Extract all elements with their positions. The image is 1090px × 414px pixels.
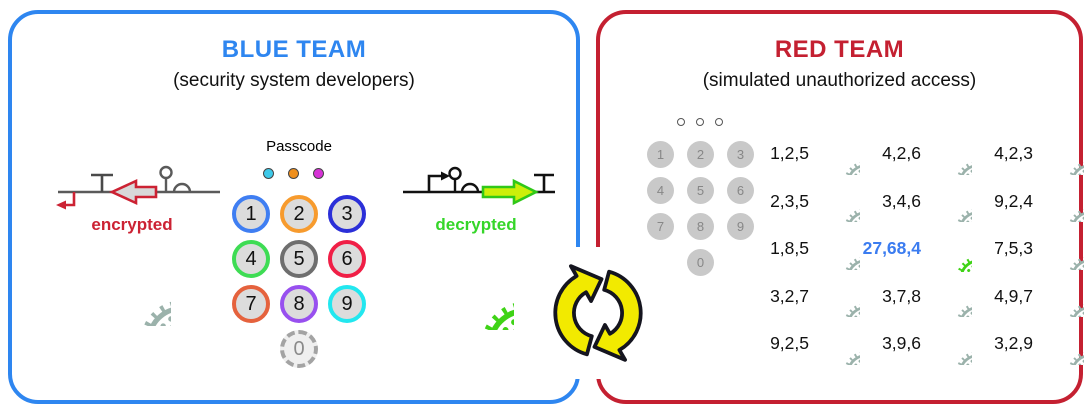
passcode-dot-2 xyxy=(288,168,299,179)
attempt-code: 3,7,8 xyxy=(882,285,921,306)
passcode-key-9: 9 xyxy=(328,285,366,323)
gray-bacteria-icon xyxy=(816,323,860,365)
red-keypad-key-4: 4 xyxy=(647,177,674,204)
slot-dot xyxy=(715,118,723,126)
attempt-code: 1,2,5 xyxy=(770,143,809,164)
rbs-icon xyxy=(460,182,480,193)
gray-bacteria-icon xyxy=(1040,275,1084,317)
terminator-icon xyxy=(91,173,113,192)
passcode-label: Passcode xyxy=(266,138,332,155)
red-keypad-key-9: 9 xyxy=(727,213,754,240)
gray-bacteria-icon xyxy=(928,133,972,175)
red-keypad-key-0: 0 xyxy=(687,249,714,276)
red-keypad-key-1: 1 xyxy=(647,141,674,168)
regulator-icon xyxy=(159,165,173,192)
passcode-key-1: 1 xyxy=(232,195,270,233)
attempt-code: 3,4,6 xyxy=(882,190,921,211)
red-keypad-key-2: 2 xyxy=(687,141,714,168)
red-keypad-key-5: 5 xyxy=(687,177,714,204)
gray-bacteria-icon xyxy=(1040,180,1084,222)
passcode-dot-3 xyxy=(313,168,324,179)
encrypted-bacteria-icon xyxy=(89,248,171,326)
green-bacteria-icon xyxy=(928,225,972,272)
red-team-panel: RED TEAM (simulated unauthorized access)… xyxy=(596,10,1083,404)
encrypted-construct-diagram xyxy=(56,165,220,210)
attempt-code-success: 27,68,4 xyxy=(862,238,921,259)
attempt-code: 4,2,3 xyxy=(994,143,1033,164)
red-team-subtitle: (simulated unauthorized access) xyxy=(702,70,977,91)
blue-team-subtitle: (security system developers) xyxy=(173,70,415,91)
attempt-code: 3,9,6 xyxy=(882,333,921,354)
passcode-slot-dots xyxy=(677,118,723,126)
gray-bacteria-icon xyxy=(816,228,860,270)
decrypted-gene-arrow-icon xyxy=(481,178,539,206)
attempt-code: 2,3,5 xyxy=(770,190,809,211)
passcode-key-5: 5 xyxy=(280,240,318,278)
gray-bacteria-icon xyxy=(816,133,860,175)
terminator-icon xyxy=(534,173,554,192)
gray-bacteria-icon xyxy=(928,275,972,317)
attempt-code: 4,9,7 xyxy=(994,285,1033,306)
red-keypad-key-8: 8 xyxy=(687,213,714,240)
passcode-key-8: 8 xyxy=(280,285,318,323)
slot-dot xyxy=(677,118,685,126)
decrypted-construct-diagram xyxy=(403,166,555,206)
passcode-key-7: 7 xyxy=(232,285,270,323)
passcode-key-4: 4 xyxy=(232,240,270,278)
gray-bacteria-icon xyxy=(1040,228,1084,270)
attempt-code: 1,8,5 xyxy=(770,238,809,259)
passcode-key-6: 6 xyxy=(328,240,366,278)
gray-bacteria-icon xyxy=(1040,323,1084,365)
attempts-grid: 1,2,5 4,2,6 4,2,3 2,3,5 3,4,6 9,2,4 1,8,5 27,68… xyxy=(748,130,1084,368)
promoter-icon xyxy=(427,171,450,192)
gray-bacteria-icon xyxy=(928,323,972,365)
passcode-key-0: 0 xyxy=(280,330,318,368)
reverse-promoter-icon xyxy=(56,192,76,210)
decrypted-bacteria-icon xyxy=(424,244,514,330)
regulator-icon xyxy=(448,166,462,192)
gray-bacteria-icon xyxy=(816,275,860,317)
gray-bacteria-icon xyxy=(928,180,972,222)
passcode-dots xyxy=(263,168,324,179)
attempt-code: 3,2,7 xyxy=(770,285,809,306)
red-keypad-key-3: 3 xyxy=(727,141,754,168)
blue-team-title: BLUE TEAM xyxy=(221,36,367,63)
gray-bacteria-icon xyxy=(816,180,860,222)
attempt-code: 7,5,3 xyxy=(994,238,1033,259)
slot-dot xyxy=(696,118,704,126)
passcode-key-3: 3 xyxy=(328,195,366,233)
passcode-dot-1 xyxy=(263,168,274,179)
cycle-arrows-icon xyxy=(553,264,643,362)
encrypted-label: encrypted xyxy=(91,215,173,234)
red-team-title: RED TEAM xyxy=(774,36,905,63)
red-keypad-key-7: 7 xyxy=(647,213,674,240)
decrypted-label: decrypted xyxy=(435,215,517,234)
attempt-code: 3,2,9 xyxy=(994,333,1033,354)
attempt-code: 9,2,4 xyxy=(994,190,1033,211)
encrypted-gene-arrow-icon xyxy=(108,178,158,206)
iteration-cycle xyxy=(533,247,663,379)
attempt-code: 4,2,6 xyxy=(882,143,921,164)
passcode-key-2: 2 xyxy=(280,195,318,233)
blue-team-panel: BLUE TEAM (security system developers) e… xyxy=(8,10,580,404)
attempt-code: 9,2,5 xyxy=(770,333,809,354)
rbs-icon xyxy=(172,182,192,193)
red-keypad-key-6: 6 xyxy=(727,177,754,204)
gray-bacteria-icon xyxy=(1040,133,1084,175)
